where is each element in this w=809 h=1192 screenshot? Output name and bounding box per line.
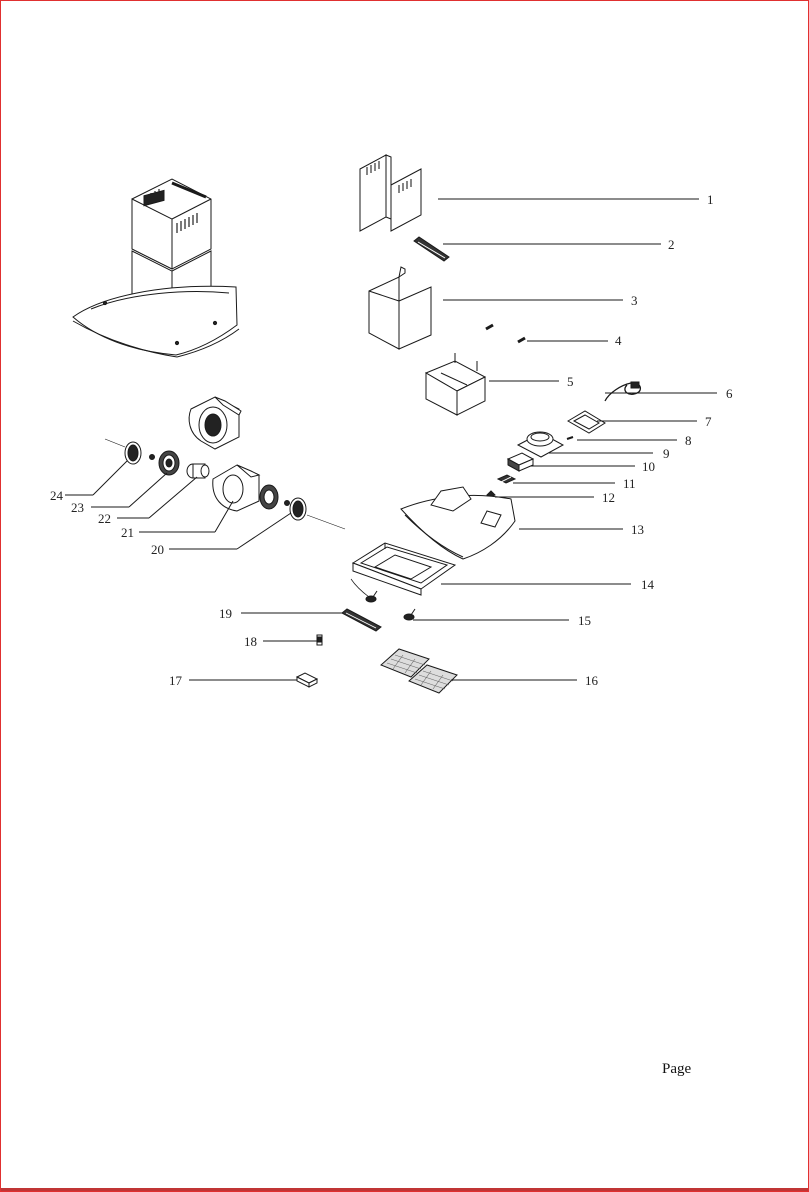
part-18-switch: [317, 635, 322, 645]
part-24-ring: [105, 439, 141, 464]
ring-right: [290, 498, 345, 529]
part-number-7: 7: [705, 414, 712, 429]
part-3-lower-chimney: [369, 267, 431, 349]
part-number-24: 24: [50, 488, 64, 503]
impeller-right: [260, 485, 290, 509]
part-number-19: 19: [219, 606, 232, 621]
part-6-power-cord: [605, 382, 640, 401]
part-19-control-panel: [342, 609, 381, 631]
part-number-18: 18: [244, 634, 257, 649]
part-number-10: 10: [642, 459, 655, 474]
part-20-blower-housing: [213, 465, 259, 511]
part-5-motor-box: [426, 353, 485, 415]
part-number-1: 1: [707, 192, 714, 207]
blower-housing-upper: [189, 397, 241, 449]
part-number-9: 9: [663, 446, 670, 461]
part-13-glass-canopy: [401, 487, 515, 559]
part-14-hood-body: [353, 543, 455, 595]
part-number-14: 14: [641, 577, 655, 592]
part-10-control-box: [508, 453, 533, 471]
page-label: Page: [662, 1061, 691, 1078]
part-number-5: 5: [567, 374, 574, 389]
part-22-impeller: [159, 451, 179, 475]
part-number-21: 21: [121, 525, 134, 540]
part-11-terminal-block: [498, 475, 515, 483]
part-number-8: 8: [685, 433, 692, 448]
part-17-spacer: [297, 673, 317, 687]
part-8-screw: [567, 437, 573, 439]
part-1-upper-chimney: [360, 155, 421, 231]
part-number-6: 6: [726, 386, 733, 401]
part-number-11: 11: [623, 476, 636, 491]
part-number-4: 4: [615, 333, 622, 348]
part-7-frame: [568, 411, 605, 433]
part-number-17: 17: [169, 673, 183, 688]
part-21-motor: [187, 464, 209, 478]
part-number-22: 22: [98, 511, 111, 526]
part-number-13: 13: [631, 522, 644, 537]
part-16-grease-filters: [381, 649, 457, 693]
bottom-border: [1, 1188, 808, 1191]
part-23-nut: [150, 455, 155, 460]
part-2-bracket: [414, 237, 449, 261]
assembled-range-hood: [73, 179, 239, 357]
part-number-12: 12: [602, 490, 615, 505]
part-number-16: 16: [585, 673, 599, 688]
part-number-15: 15: [578, 613, 591, 628]
part-4-screws: [486, 325, 525, 342]
part-number-3: 3: [631, 293, 638, 308]
part-number-20: 20: [151, 542, 164, 557]
part-number-23: 23: [71, 500, 84, 515]
part-number-2: 2: [668, 237, 675, 252]
